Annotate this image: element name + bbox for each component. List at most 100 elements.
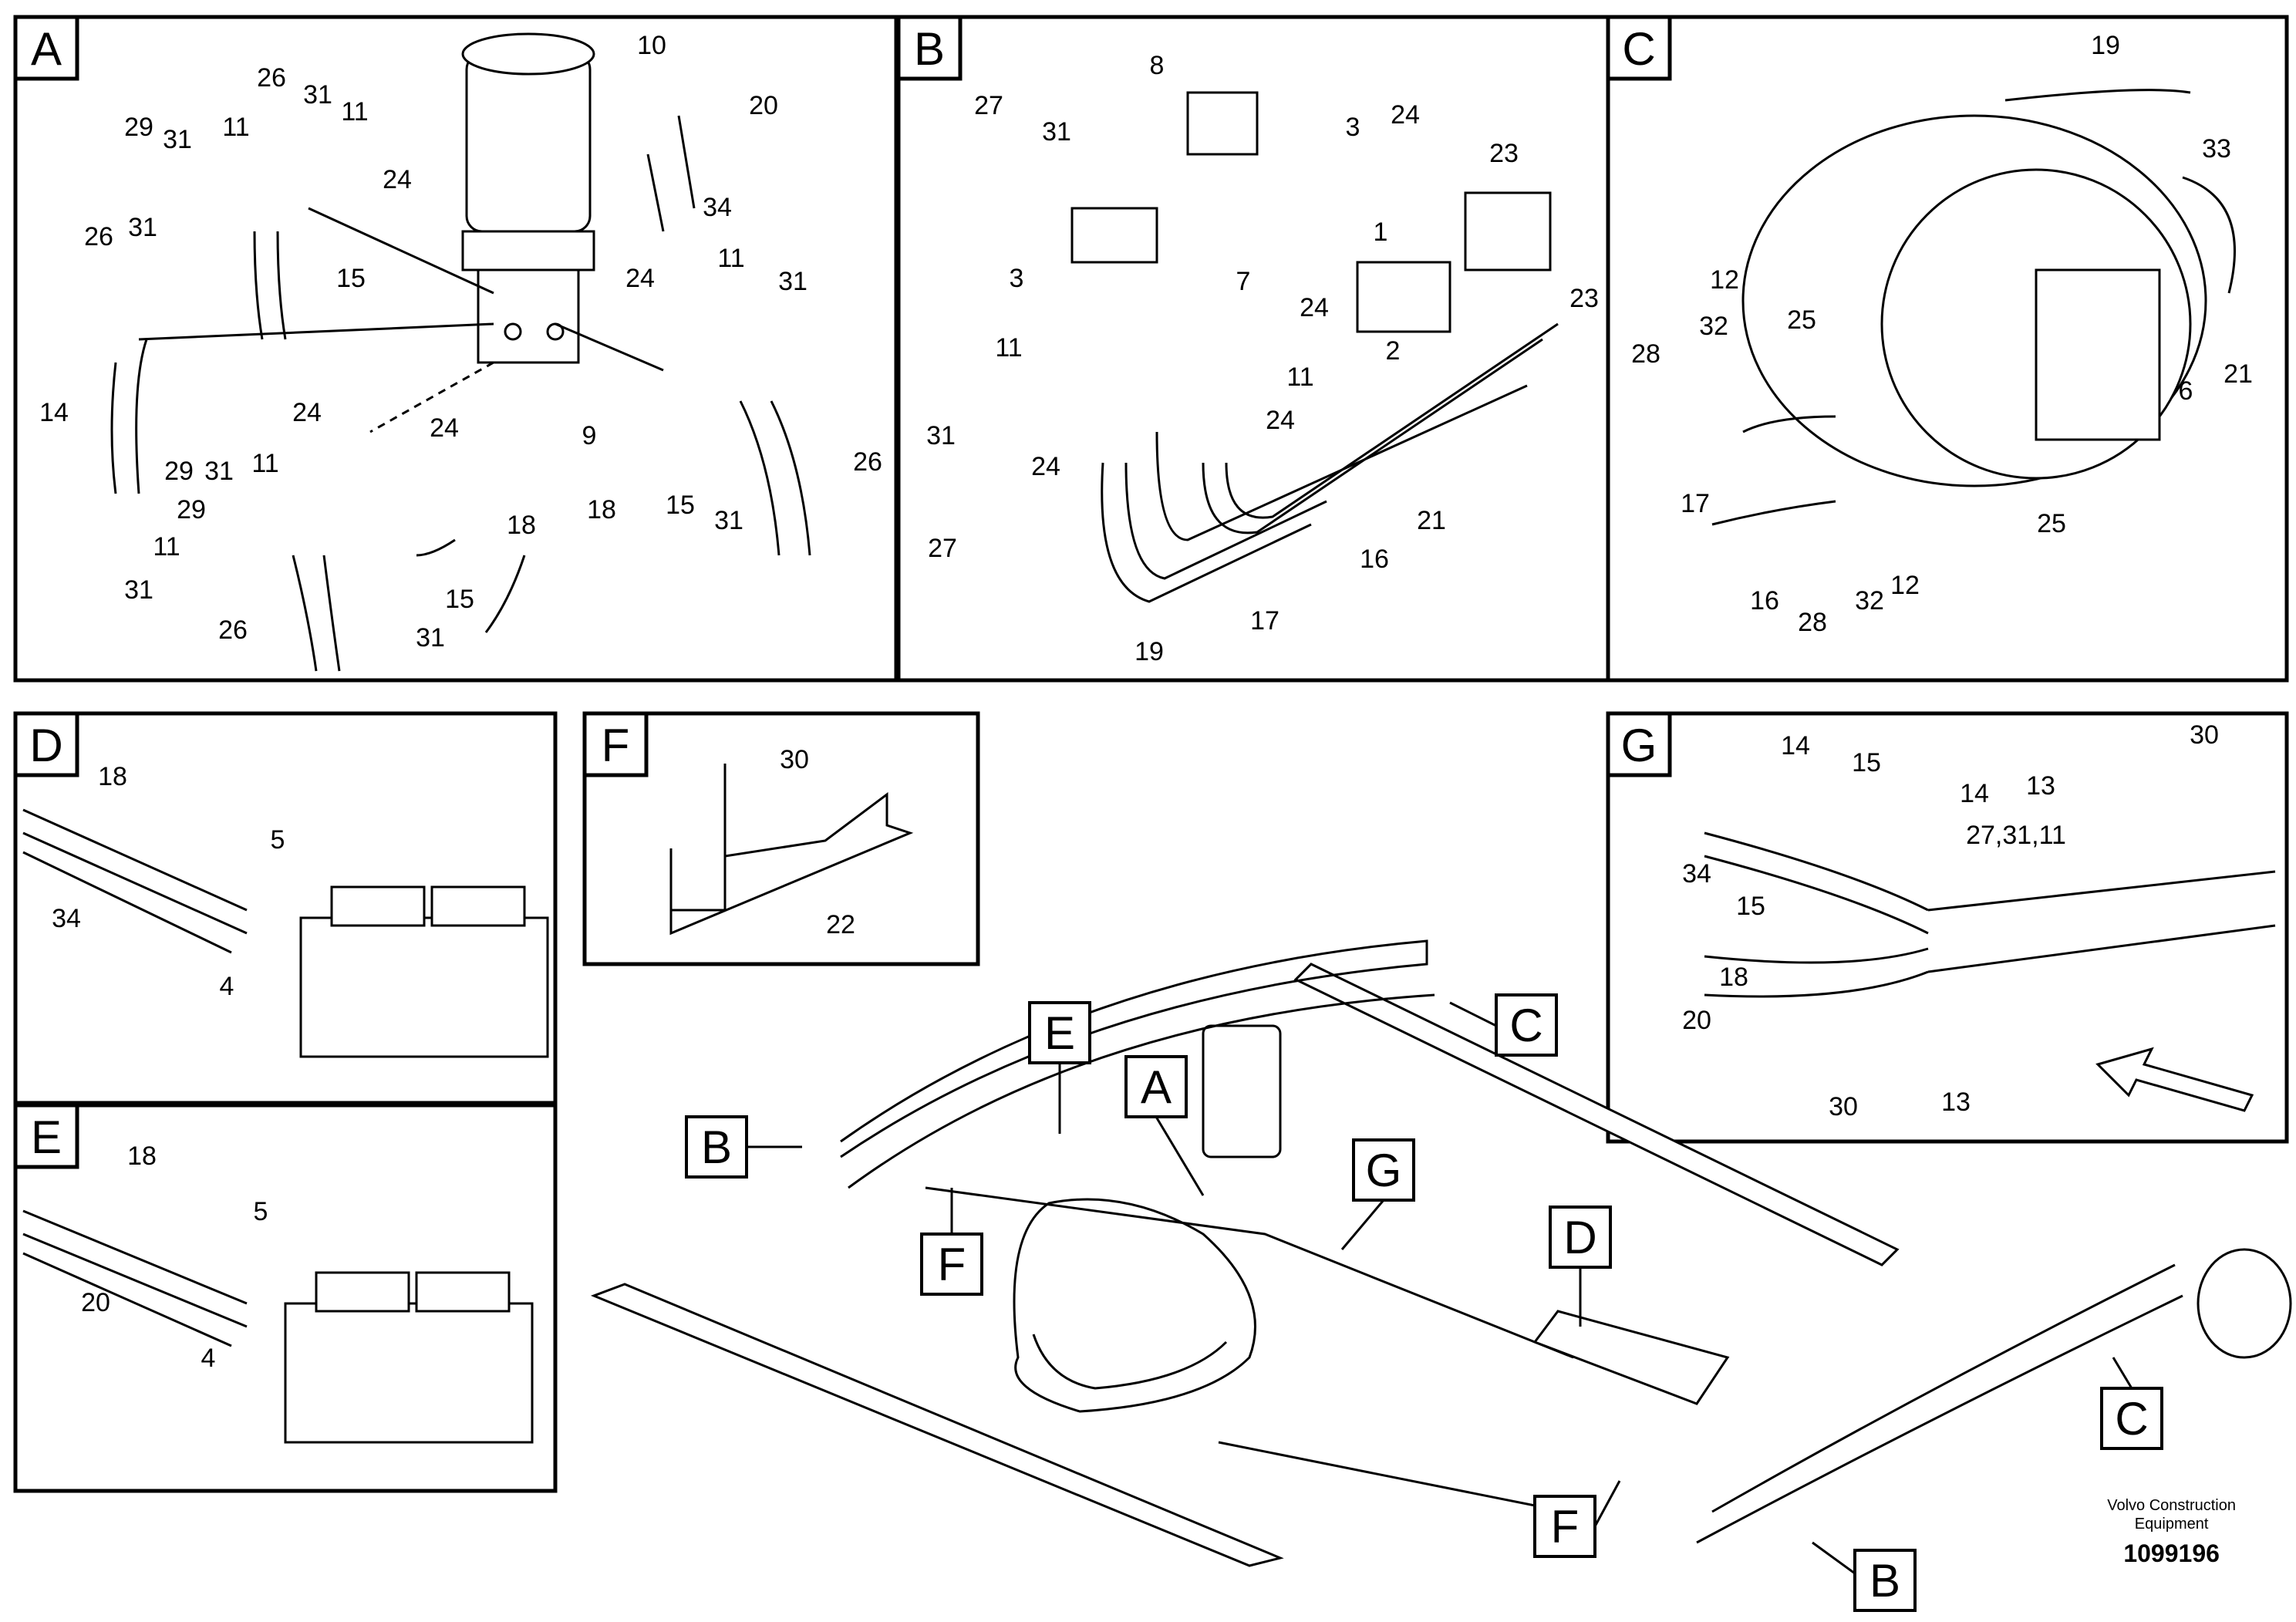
callout: 24 — [383, 165, 412, 194]
overview-box-d — [1549, 1206, 1612, 1269]
overview-label-f-bottom: F — [1551, 1501, 1580, 1553]
callout: 26 — [257, 63, 286, 93]
callout: 13 — [1941, 1088, 1971, 1117]
callout: 11 — [995, 333, 1022, 363]
callout: 20 — [81, 1288, 110, 1317]
callout: 26 — [84, 222, 113, 251]
callout: 23 — [1489, 139, 1519, 168]
callout: 24 — [430, 413, 459, 443]
overview-label-f-left: F — [938, 1239, 966, 1290]
panel-f-frame — [582, 711, 980, 966]
callout: 14 — [1781, 731, 1810, 760]
callout: 26 — [218, 615, 248, 645]
callout: 18 — [507, 511, 536, 540]
panel-g-label: G — [1621, 720, 1657, 771]
overview-label-a: A — [1141, 1061, 1172, 1113]
panel-a-label: A — [31, 23, 62, 75]
callout: 5 — [271, 825, 285, 855]
overview-label-e: E — [1044, 1007, 1075, 1059]
panel-e-label: E — [31, 1111, 62, 1163]
panel-g-label-box — [1606, 711, 1672, 777]
panel-e-valve-drawing — [22, 1209, 534, 1444]
callout: 26 — [853, 447, 882, 477]
panel-b-callouts: 8 27 31 3 24 23 1 3 7 24 23 11 2 11 31 2… — [926, 51, 1599, 666]
brand-line-1: Volvo Construction — [2107, 1497, 2236, 1514]
panel-c-callouts: 19 33 12 32 25 28 6 21 17 25 16 28 32 12 — [1631, 31, 2253, 637]
callout: 28 — [1798, 608, 1827, 637]
callout: 18 — [1719, 963, 1748, 992]
callout: 21 — [1417, 506, 1446, 535]
callout: 31 — [1042, 117, 1071, 147]
panel-g-frame — [1606, 711, 2289, 1144]
panel-b-drawing — [1070, 91, 1559, 603]
callout: 31 — [204, 457, 234, 486]
callout: 18 — [587, 495, 616, 524]
callout: 14 — [39, 398, 69, 427]
callout: 24 — [625, 264, 655, 293]
panel-b: B 8 27 31 3 24 23 1 3 7 24 23 11 2 11 — [896, 15, 1610, 683]
overview-label-g: G — [1366, 1145, 1402, 1196]
panel-f-callouts: 30 22 — [780, 745, 855, 939]
callout: 27,31,11 — [1966, 821, 2066, 850]
panel-g: G 14 15 30 13 14 27,31,11 34 15 18 20 30… — [1606, 711, 2289, 1144]
drawing-number: 1099196 — [2123, 1539, 2220, 1567]
overview-label-text: E A C B F G D C F B — [701, 1000, 2149, 1607]
callout: 4 — [201, 1344, 216, 1373]
callout: 25 — [1787, 305, 1816, 335]
callout: 3 — [1346, 113, 1360, 142]
overview-label-b-left: B — [701, 1121, 732, 1173]
callout: 15 — [1852, 748, 1881, 777]
overview-box-c-top — [1495, 993, 1558, 1057]
callout: 31 — [778, 267, 807, 296]
overview-labels — [685, 993, 2163, 1612]
panel-c: C 19 33 12 32 25 28 6 21 17 25 16 28 32 … — [1606, 15, 2289, 683]
callout: 29 — [177, 495, 206, 524]
callout: 15 — [445, 585, 474, 614]
callout: 15 — [1736, 892, 1765, 921]
callout: 31 — [416, 623, 445, 653]
panel-d-valve-drawing — [22, 808, 549, 1058]
panel-c-label-box — [1606, 15, 1672, 81]
panel-f-label: F — [602, 720, 630, 771]
callout: 11 — [1286, 363, 1313, 392]
callout: 12 — [1890, 571, 1920, 600]
callout: 21 — [2224, 359, 2253, 389]
title-block: Volvo Construction Equipment 1099196 — [2107, 1496, 2236, 1568]
callout: 16 — [1750, 586, 1779, 615]
undercarriage-outline — [590, 939, 2292, 1567]
panel-g-callouts: 14 15 30 13 14 27,31,11 34 15 18 20 30 1… — [1682, 720, 2219, 1121]
callout: 11 — [153, 532, 180, 561]
panel-a-label-box — [13, 15, 79, 81]
callout: 2 — [1386, 336, 1401, 366]
callout: 25 — [2037, 509, 2066, 538]
callout: 15 — [336, 264, 366, 293]
overview-drawing: E A C B F G D C F B — [590, 939, 2292, 1612]
overview-label-c-bottom: C — [2115, 1393, 2148, 1445]
callout: 34 — [703, 193, 732, 222]
callout: 7 — [1236, 267, 1251, 296]
callout: 11 — [251, 449, 278, 478]
callout: 27 — [974, 91, 1003, 120]
panel-d-label: D — [29, 720, 62, 771]
panel-c-label: C — [1622, 23, 1655, 75]
overview-box-b-left — [685, 1115, 748, 1179]
panel-e-label-box — [13, 1103, 79, 1169]
callout: 11 — [222, 113, 249, 142]
panel-f: F 30 22 — [582, 711, 980, 966]
callout: 20 — [749, 91, 778, 120]
callout: 17 — [1250, 606, 1279, 636]
callout: 17 — [1681, 489, 1710, 518]
callout: 6 — [2179, 376, 2193, 406]
callout: 31 — [163, 125, 192, 154]
swivel-joint-drawing — [461, 32, 595, 364]
callout: 16 — [1360, 545, 1389, 574]
callout: 30 — [1829, 1092, 1858, 1121]
callout: 8 — [1150, 51, 1165, 80]
callout: 28 — [1631, 339, 1660, 369]
callout: 31 — [714, 506, 743, 535]
callout: 31 — [128, 213, 157, 242]
callout: 15 — [666, 491, 695, 520]
callout: 18 — [98, 762, 127, 791]
callout: 33 — [2202, 134, 2231, 164]
callout: 12 — [1710, 265, 1739, 295]
